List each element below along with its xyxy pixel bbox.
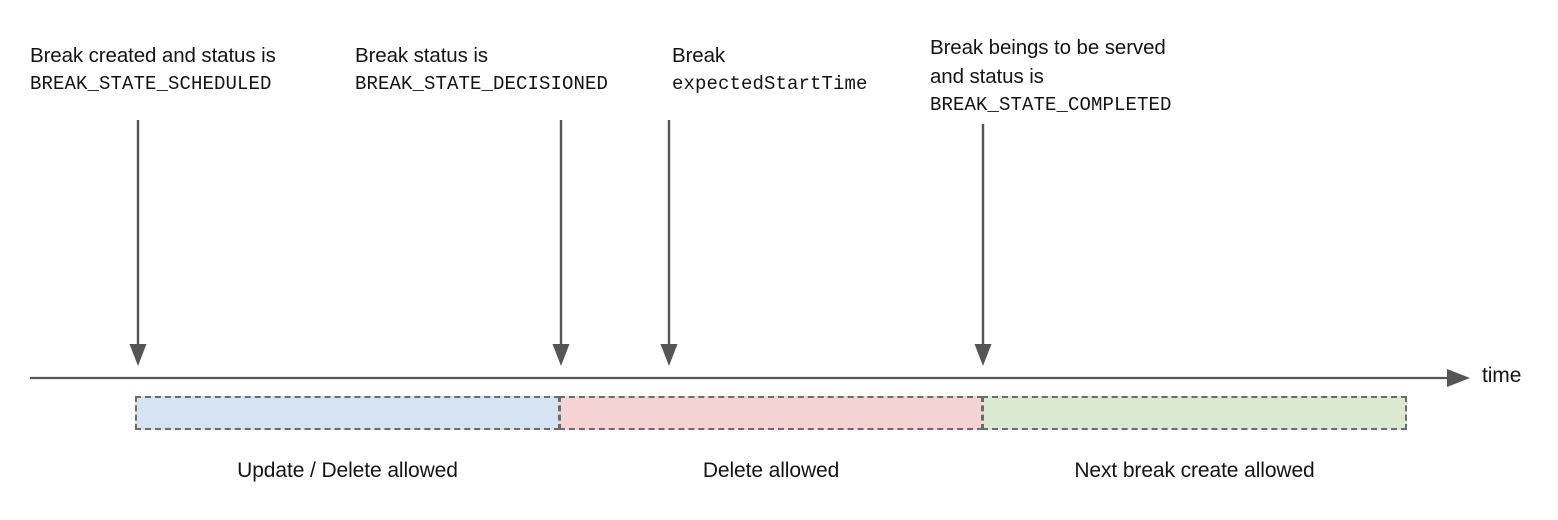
phase-caption-completed: Next break create allowed (1074, 459, 1315, 482)
annotation-line-2: BREAK_STATE_SCHEDULED (30, 73, 272, 95)
phase-caption-scheduled: Update / Delete allowed (237, 459, 458, 482)
phase-bar-scheduled (135, 396, 560, 430)
annotation-break-created-scheduled: Break created and status is BREAK_STATE_… (30, 41, 276, 99)
annotation-break-decisioned: Break status is BREAK_STATE_DECISIONED (355, 41, 608, 99)
phase-bar-decisioned (559, 396, 983, 430)
pointer-arrow-scheduled (129, 120, 147, 366)
pointer-arrow-decisioned (552, 120, 570, 366)
annotation-break-expected-start-time: Break expectedStartTime (672, 41, 868, 99)
time-axis-line (30, 369, 1470, 387)
time-axis-label: time (1482, 364, 1522, 387)
phase-bar-completed (982, 396, 1407, 430)
annotation-line-1: Break created and status is (30, 44, 276, 67)
pointer-arrow-expected-start-time (660, 120, 678, 366)
annotation-line-2: expectedStartTime (672, 73, 868, 95)
annotation-line-2: BREAK_STATE_DECISIONED (355, 73, 609, 95)
annotation-line-2: and status is (930, 65, 1044, 88)
annotation-line-3: BREAK_STATE_COMPLETED (930, 94, 1172, 116)
phase-caption-decisioned: Delete allowed (702, 459, 840, 482)
annotation-line-1: Break status is (355, 44, 488, 67)
pointer-arrow-completed (974, 124, 992, 366)
annotation-line-1: Break beings to be served (930, 36, 1166, 59)
annotation-break-served-completed: Break beings to be served and status is … (930, 33, 1172, 120)
annotation-line-1: Break (672, 44, 726, 67)
